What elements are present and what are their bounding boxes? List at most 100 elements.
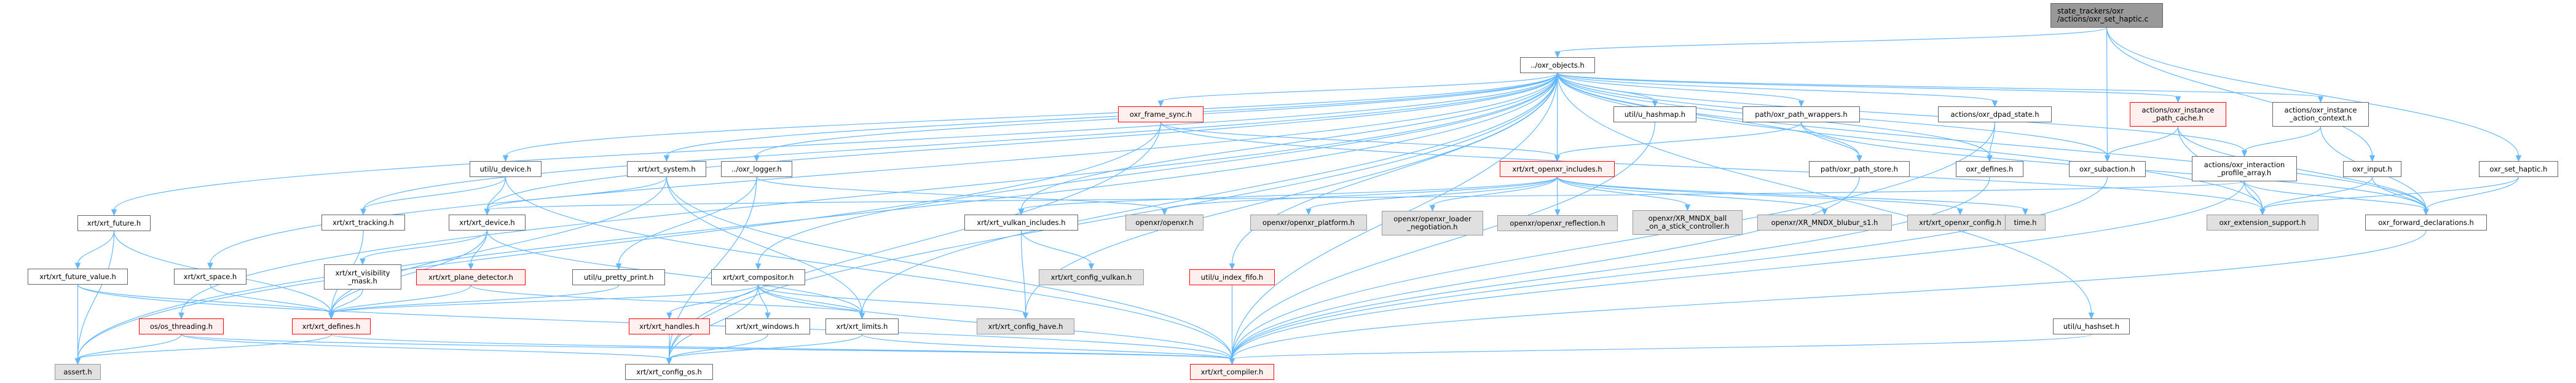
graph-node-oxr-frame-sync[interactable]: oxr_frame_sync.h	[1118, 106, 1203, 122]
graph-edge	[1556, 176, 1826, 210]
graph-node-oxr-input[interactable]: oxr_input.h	[2343, 161, 2401, 177]
graph-edge-arrowhead	[1684, 204, 1691, 211]
graph-node-xrt-system[interactable]: xrt/xrt_system.h	[627, 161, 706, 177]
graph-node-xrt-openxr-includes[interactable]: xrt/xrt_openxr_includes.h	[1500, 161, 1615, 177]
graph-node-openxr-platform[interactable]: openxr/openxr_platform.h	[1250, 215, 1367, 231]
graph-edge	[1557, 73, 2092, 314]
graph-edge	[1231, 176, 1990, 360]
graph-edge	[505, 176, 1233, 360]
graph-node-oxr-interaction-profile-array[interactable]: actions/oxr_interaction _profile_array.h	[2192, 156, 2297, 181]
graph-node-oxr-subaction[interactable]: oxr_subaction.h	[2069, 161, 2146, 177]
graph-edge	[1020, 176, 1558, 210]
graph-node-oxr-path-wrappers[interactable]: path/oxr_path_wrappers.h	[1743, 106, 1860, 122]
graph-node-time-h[interactable]: time.h	[2005, 215, 2046, 231]
graph-node-label: path/oxr_path_wrappers.h	[1755, 109, 1848, 119]
graph-node-label: xrt/xrt_visibility _mask.h	[335, 268, 390, 285]
graph-node-label: xrt/xrt_limits.h	[836, 322, 888, 331]
graph-node-xr-mndx-blubur[interactable]: openxr/XR_MNDX_blubur_s1.h	[1757, 215, 1892, 231]
graph-node-xrt-tracking[interactable]: xrt/xrt_tracking.h	[321, 215, 405, 231]
graph-edge-arrowhead	[111, 209, 117, 216]
graph-edge	[331, 230, 488, 314]
graph-edge	[668, 73, 1558, 360]
graph-node-oxr-instance-path-cache[interactable]: actions/oxr_instance _path_cache.h	[2130, 102, 2226, 127]
graph-edge	[486, 73, 1558, 210]
graph-node-xrt-future[interactable]: xrt/xrt_future.h	[77, 215, 151, 231]
graph-node-oxr-dpad-state[interactable]: actions/oxr_dpad_state.h	[1938, 106, 2052, 122]
graph-node-xrt-config-have[interactable]: xrt/xrt_config_have.h	[977, 318, 1074, 334]
graph-node-xrt-handles[interactable]: xrt/xrt_handles.h	[629, 318, 710, 334]
graph-edge-arrowhead	[1991, 100, 1998, 108]
graph-node-oxr-logger[interactable]: ../oxr_logger.h	[721, 161, 792, 177]
graph-edge	[331, 176, 668, 314]
graph-node-xrt-compiler[interactable]: xrt/xrt_compiler.h	[1190, 364, 1274, 380]
graph-node-label: xrt/xrt_handles.h	[639, 322, 699, 331]
graph-node-openxr-reflection[interactable]: openxr/openxr_reflection.h	[1497, 215, 1618, 231]
graph-node-oxr-defines[interactable]: oxr_defines.h	[1956, 161, 2023, 177]
graph-edge	[1557, 73, 2179, 98]
graph-node-xrt-config-os[interactable]: xrt/xrt_config_os.h	[625, 364, 713, 380]
graph-edge	[113, 73, 1558, 211]
graph-node-oxr-forward-declarations[interactable]: oxr_forward_declarations.h	[2365, 215, 2487, 231]
graph-node-xrt-future-value[interactable]: xrt/xrt_future_value.h	[28, 269, 128, 285]
graph-edge-arrowhead	[666, 312, 672, 320]
graph-node-label: xrt/xrt_openxr_includes.h	[1512, 164, 1602, 173]
graph-node-openxr-h[interactable]: openxr/openxr.h	[1125, 215, 1203, 231]
graph-edge-arrowhead	[1022, 312, 1029, 320]
graph-node-oxr-set-haptic-h[interactable]: oxr_set_haptic.h	[2479, 161, 2558, 177]
graph-node-openxr-loader-negotiation[interactable]: openxr/openxr_loader _negotiation.h	[1382, 211, 1483, 235]
graph-node-xrt-defines[interactable]: xrt/xrt_defines.h	[292, 318, 371, 334]
graph-node-xrt-plane-detector[interactable]: xrt/xrt_plane_detector.h	[416, 269, 526, 285]
graph-node-assert-h[interactable]: assert.h	[55, 364, 101, 380]
graph-node-label: xrt/xrt_compiler.h	[1200, 367, 1264, 376]
graph-node-xrt-space[interactable]: xrt/xrt_space.h	[174, 269, 246, 285]
graph-edge-arrowhead	[207, 263, 213, 270]
graph-edge	[1020, 230, 1092, 265]
graph-node-xrt-limits[interactable]: xrt/xrt_limits.h	[825, 318, 899, 334]
graph-edge	[331, 289, 363, 314]
graph-node-xrt-compositor[interactable]: xrt/xrt_compositor.h	[711, 269, 805, 285]
graph-node-u-hashset[interactable]: util/u_hashset.h	[2053, 318, 2130, 334]
graph-node-label: xrt/xrt_tracking.h	[333, 218, 394, 227]
graph-edge-arrowhead	[1856, 155, 1862, 162]
graph-edge	[1231, 334, 2092, 360]
graph-edge-arrowhead	[755, 263, 762, 270]
graph-edge	[1557, 73, 2245, 152]
graph-node-xr-mndx-ball[interactable]: openxr/XR_MNDX_ball _on_a_stick_controll…	[1633, 210, 1743, 235]
graph-node-xrt-visibility-mask[interactable]: xrt/xrt_visibility _mask.h	[324, 264, 401, 290]
graph-edge-arrowhead	[754, 155, 760, 162]
graph-node-os-threading[interactable]: os/os_threading.h	[139, 318, 224, 334]
graph-node-xrt-config-vulkan[interactable]: xrt/xrt_config_vulkan.h	[1039, 269, 1144, 285]
graph-node-oxr-path-store[interactable]: path/oxr_path_store.h	[1809, 161, 1910, 177]
graph-node-label: xrt/xrt_plane_detector.h	[428, 272, 513, 282]
graph-edge-arrowhead	[502, 155, 509, 162]
graph-node-xrt-device[interactable]: xrt/xrt_device.h	[449, 215, 526, 231]
graph-node-label: oxr_input.h	[2352, 164, 2392, 173]
graph-edge	[1432, 176, 1558, 207]
graph-edge	[2243, 181, 2427, 210]
graph-node-xrt-vulkan-includes[interactable]: xrt/xrt_vulkan_includes.h	[964, 215, 1078, 231]
graph-node-u-device[interactable]: util/u_device.h	[470, 161, 542, 177]
graph-node-oxr-instance-action-context[interactable]: actions/oxr_instance _action_context.h	[2272, 102, 2369, 127]
graph-edge	[1557, 73, 1860, 157]
graph-node-u-index-fifo[interactable]: util/u_index_fifo.h	[1189, 269, 1275, 285]
graph-edge	[2106, 126, 2179, 157]
graph-edge	[757, 285, 768, 314]
graph-edge-arrowhead	[1554, 155, 1561, 162]
graph-node-u-hashmap[interactable]: util/u_hashmap.h	[1613, 106, 1696, 122]
graph-edge	[1556, 176, 2026, 210]
graph-node-oxr-objects[interactable]: ../oxr_objects.h	[1520, 57, 1595, 73]
graph-edge	[668, 334, 670, 360]
graph-node-oxr-extension-support[interactable]: oxr_extension_support.h	[2207, 215, 2318, 231]
graph-edge	[2425, 176, 2519, 210]
graph-node-xrt-windows[interactable]: xrt/xrt_windows.h	[725, 318, 810, 334]
graph-node-u-pretty-print[interactable]: util/u_pretty_print.h	[572, 269, 665, 285]
graph-edge-arrowhead	[2423, 208, 2429, 216]
graph-node-xrt-openxr-config[interactable]: xrt/xrt_openxr_config.h	[1907, 215, 2013, 231]
graph-node-label: xrt/xrt_defines.h	[302, 322, 361, 331]
graph-edge	[1231, 176, 2108, 360]
graph-edge-arrowhead	[1161, 208, 1168, 216]
graph-node-label: oxr_extension_support.h	[2219, 218, 2306, 227]
graph-edge	[1160, 122, 1558, 157]
graph-node-root[interactable]: state_trackers/oxr /actions/oxr_set_hapt…	[2050, 3, 2163, 28]
graph-edge	[363, 73, 1558, 210]
